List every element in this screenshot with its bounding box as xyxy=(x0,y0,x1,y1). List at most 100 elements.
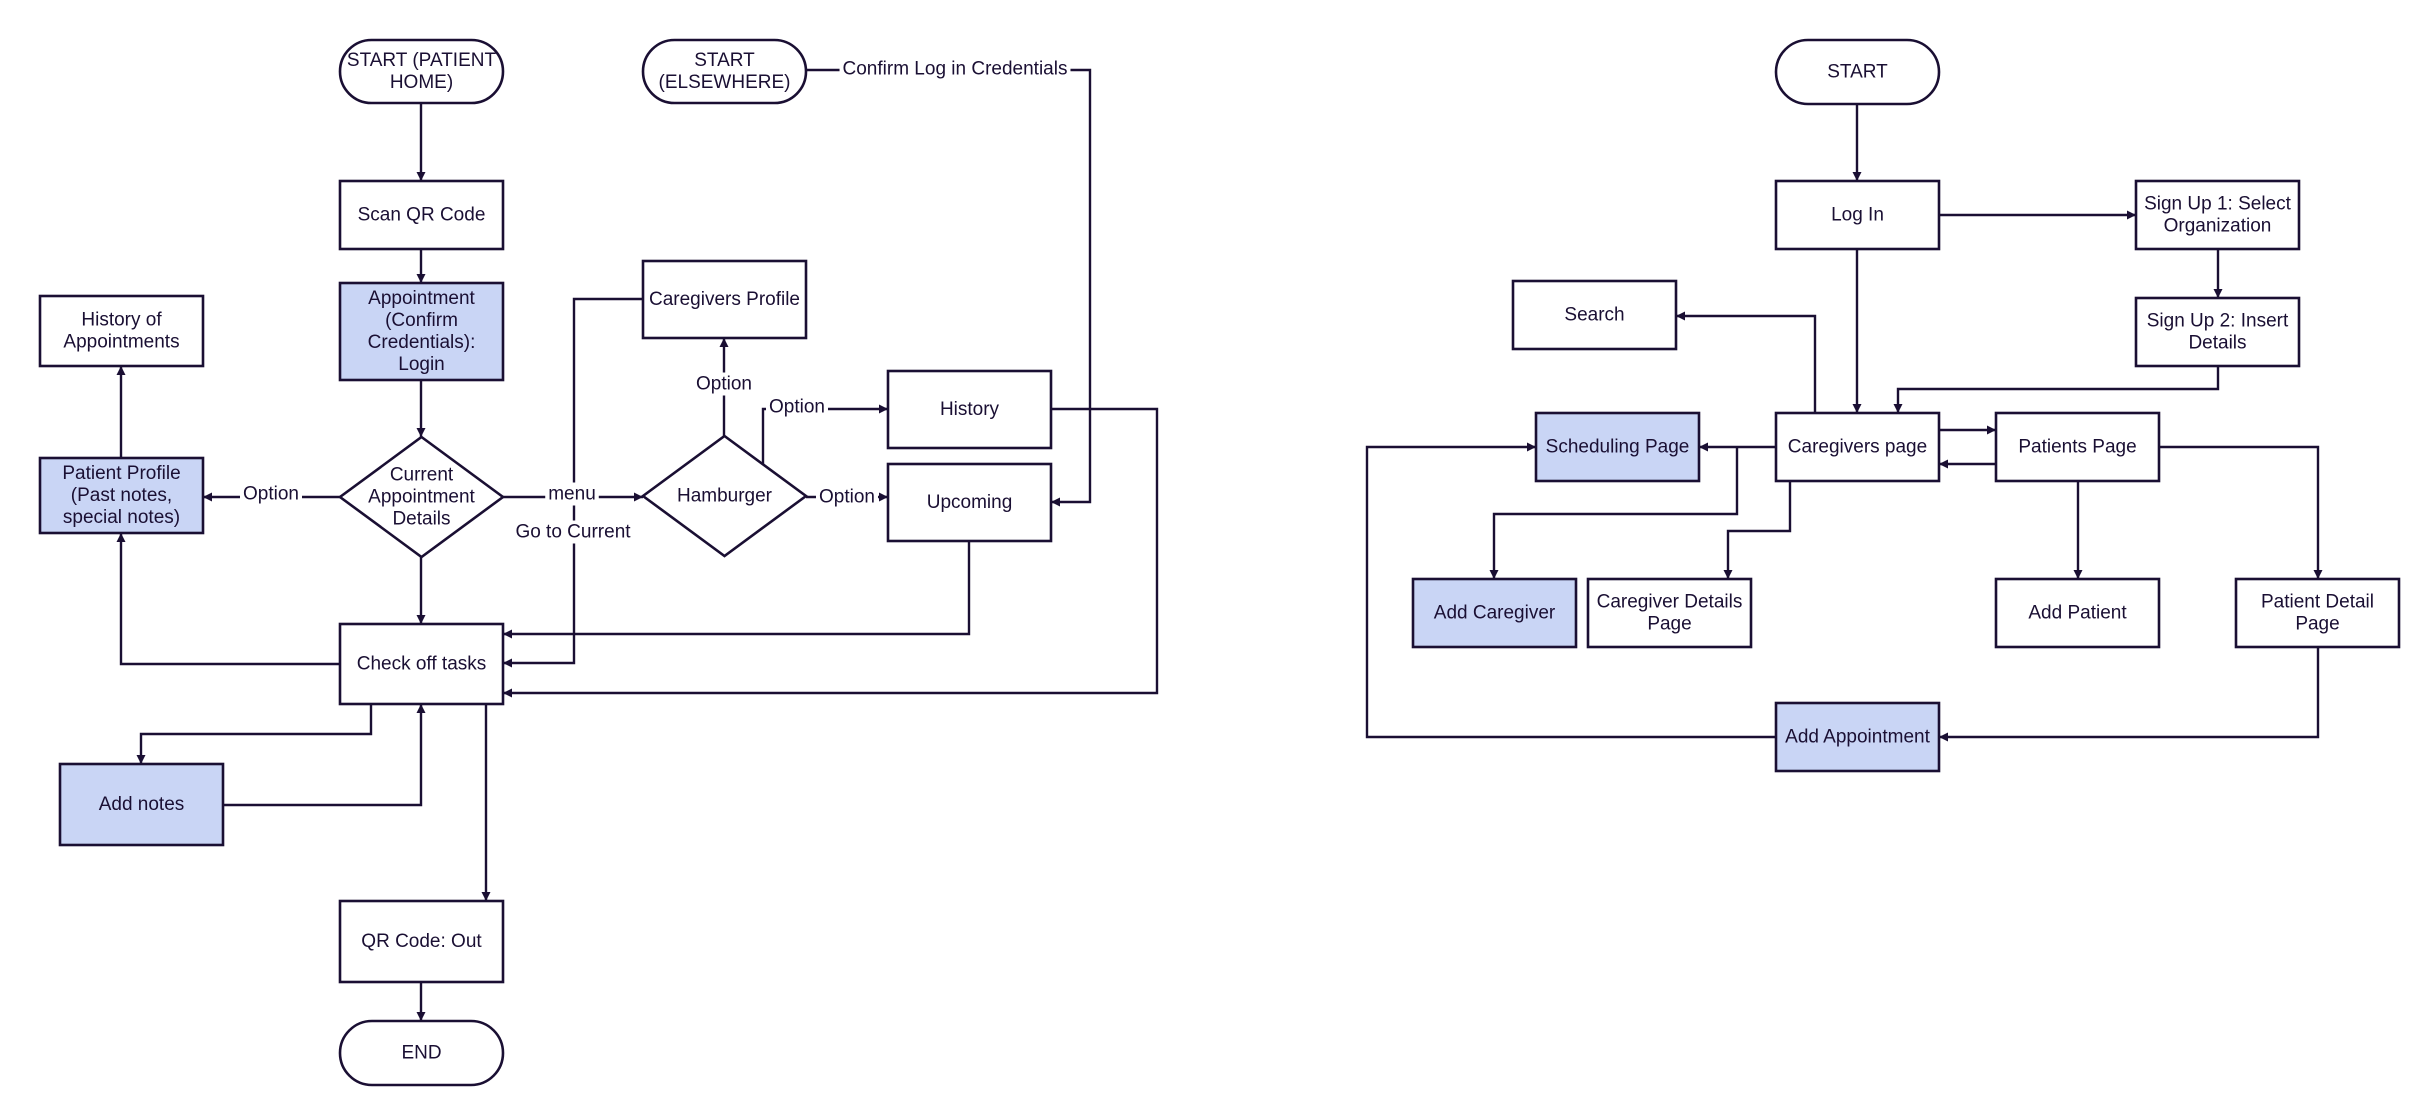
node-shape-upcoming xyxy=(886,462,1053,543)
connector-sign-up-2-to-caregivers-page xyxy=(1893,366,2220,413)
node-history: History xyxy=(886,369,1053,450)
node-shape-start-home xyxy=(338,38,505,105)
node-upcoming: Upcoming xyxy=(886,462,1053,543)
node-check-off-tasks: Check off tasks xyxy=(338,622,505,706)
node-log-in: Log In xyxy=(1774,179,1941,251)
node-shape-scheduling-page xyxy=(1534,411,1701,483)
node-label-end: END xyxy=(401,1043,441,1064)
node-shape-caregiver-details-page xyxy=(1586,577,1753,649)
node-shape-qr-code-out xyxy=(338,899,505,984)
node-shape-current-appointment-details xyxy=(337,435,506,559)
node-add-notes: Add notes xyxy=(58,762,225,847)
connector-label: Go to Current xyxy=(515,522,631,543)
node-label-sign-up-1: Organization xyxy=(2164,216,2272,237)
node-shape-start-right xyxy=(1774,38,1941,106)
connector-label-background xyxy=(545,482,599,506)
node-shape-caregivers-profile xyxy=(641,259,808,340)
node-patients-page: Patients Page xyxy=(1994,411,2161,483)
node-shape-sign-up-1 xyxy=(2134,179,2301,251)
node-label-qr-code-out: QR Code: Out xyxy=(361,931,482,952)
connector-label-background xyxy=(512,520,635,544)
node-label-add-appointment: Add Appointment xyxy=(1785,727,1930,748)
connector-label: Option xyxy=(696,374,752,395)
node-shape-caregivers-page xyxy=(1774,411,1941,483)
node-label-add-patient: Add Patient xyxy=(2028,603,2127,624)
node-label-hamburger: Hamburger xyxy=(677,486,773,507)
node-add-caregiver: Add Caregiver xyxy=(1411,577,1578,649)
node-label-caregivers-page: Caregivers page xyxy=(1788,437,1927,458)
connector-caregivers-page-to-add-caregiver xyxy=(1489,447,1739,579)
node-qr-code-out: QR Code: Out xyxy=(338,899,505,984)
connector-hamburger-to-history xyxy=(761,404,888,466)
node-label-patient-profile: Patient Profile xyxy=(62,463,180,484)
node-label-upcoming: Upcoming xyxy=(927,492,1013,513)
node-label-log-in: Log In xyxy=(1831,205,1884,226)
node-label-patients-page: Patients Page xyxy=(2018,437,2136,458)
node-label-start-elsewhere: START xyxy=(694,50,755,71)
node-scheduling-page: Scheduling Page xyxy=(1534,411,1701,483)
connector-add-appointment-to-scheduling-page xyxy=(1365,442,1776,739)
node-label-caregivers-profile: Caregivers Profile xyxy=(649,289,800,310)
node-scan-qr: Scan QR Code xyxy=(338,179,505,251)
node-shape-start-elsewhere xyxy=(641,38,808,105)
node-shape-history xyxy=(886,369,1053,450)
node-label-search: Search xyxy=(1564,305,1624,326)
node-shape-add-caregiver xyxy=(1411,577,1578,649)
node-label-appointment-login: Credentials): xyxy=(368,332,476,353)
node-label-patient-detail-page: Patient Detail xyxy=(2261,592,2374,613)
connector-label: Option xyxy=(243,484,299,505)
node-label-current-appointment-details: Appointment xyxy=(368,487,475,508)
node-label-start-home: HOME) xyxy=(390,72,453,93)
connectors xyxy=(116,68,2323,1021)
node-patient-profile: Patient Profile(Past notes,special notes… xyxy=(38,456,205,535)
connector-patients-page-to-patient-detail-page xyxy=(2159,445,2323,579)
node-start-right: START xyxy=(1774,38,1941,106)
connector-check-off-tasks-to-patient-profile xyxy=(116,533,340,666)
node-shape-history-of-appointments xyxy=(38,294,205,368)
node-shape-patients-page xyxy=(1994,411,2161,483)
connector-label-background xyxy=(693,372,755,396)
node-shape-add-patient xyxy=(1994,577,2161,649)
node-search: Search xyxy=(1511,279,1678,351)
node-label-scheduling-page: Scheduling Page xyxy=(1546,437,1690,458)
node-label-appointment-login: (Confirm xyxy=(385,310,458,331)
node-shape-patient-detail-page xyxy=(2234,577,2401,649)
connector-label: Confirm Log in Credentials xyxy=(843,59,1068,80)
node-label-add-notes: Add notes xyxy=(99,794,185,815)
node-label-start-elsewhere: (ELSEWHERE) xyxy=(659,72,791,93)
connector-caregivers-profile-to-check-off-tasks xyxy=(503,297,643,668)
node-label-add-caregiver: Add Caregiver xyxy=(1434,603,1556,624)
connector-label-background xyxy=(839,57,1071,81)
node-label-caregiver-details-page: Caregiver Details xyxy=(1597,592,1743,613)
node-end: END xyxy=(338,1019,505,1087)
node-label-appointment-login: Appointment xyxy=(368,288,475,309)
node-label-current-appointment-details: Details xyxy=(392,509,450,530)
node-add-appointment: Add Appointment xyxy=(1774,701,1941,773)
node-label-patient-profile: (Past notes, xyxy=(71,485,172,506)
node-shape-search xyxy=(1511,279,1678,351)
node-label-history-of-appointments: History of xyxy=(81,310,162,331)
connector-label-background xyxy=(816,485,878,509)
node-shape-log-in xyxy=(1774,179,1941,251)
node-shape-appointment-login xyxy=(338,281,505,382)
node-shape-sign-up-2 xyxy=(2134,296,2301,368)
node-shape-end xyxy=(338,1019,505,1087)
node-label-appointment-login: Login xyxy=(398,354,445,375)
node-label-sign-up-2: Details xyxy=(2188,333,2246,354)
connector-label: Option xyxy=(769,397,825,418)
connector-add-notes-to-check-off-tasks xyxy=(223,704,426,807)
node-label-scan-qr: Scan QR Code xyxy=(358,205,486,226)
node-add-patient: Add Patient xyxy=(1994,577,2161,649)
node-shape-scan-qr xyxy=(338,179,505,251)
node-label-history: History xyxy=(940,399,1000,420)
